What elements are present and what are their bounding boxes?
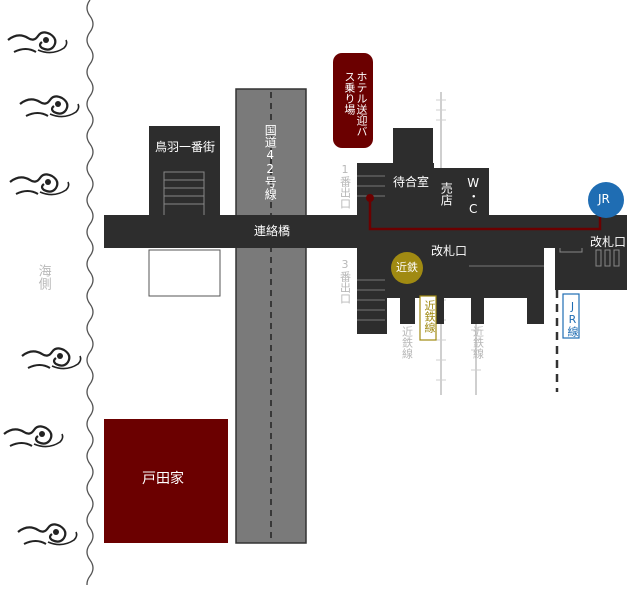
wave-icon bbox=[8, 173, 70, 196]
wave-icon bbox=[16, 523, 78, 546]
toda-house-block bbox=[104, 419, 228, 543]
jr-gate-label: 改札口 bbox=[590, 235, 627, 249]
kintetsu-line-label: 近鉄線 bbox=[471, 326, 485, 359]
route42-label: 国道42号線 bbox=[263, 124, 278, 200]
wc-label: W・C bbox=[466, 176, 481, 216]
jr-badge bbox=[588, 182, 624, 218]
shoreline bbox=[86, 0, 94, 589]
bus-stop-sign bbox=[333, 53, 373, 148]
jr-line-label: JR線 bbox=[566, 300, 579, 337]
sea-side-label: 海側 bbox=[35, 264, 51, 290]
stair-lines bbox=[357, 175, 544, 321]
waiting-room-label: 待合室 bbox=[393, 175, 430, 189]
wave-icon bbox=[20, 347, 82, 370]
connecting-bridge bbox=[104, 215, 627, 248]
wave-icon bbox=[18, 95, 80, 118]
bridge-label: 連絡橋 bbox=[254, 224, 291, 238]
kintetsu-gate-label: 改札口 bbox=[431, 244, 468, 258]
wave-icon bbox=[6, 31, 68, 54]
kintetsu-line-label: 近鉄線 bbox=[400, 326, 414, 359]
kintetsu-line-label-boxed: 近鉄線 bbox=[423, 300, 436, 333]
bus-stop-label: ホテル送迎バス乗り場 bbox=[342, 71, 368, 137]
route-path bbox=[366, 194, 602, 231]
exit1-label: 1番出口 bbox=[338, 163, 352, 209]
shop-label: 売店 bbox=[439, 182, 454, 206]
toba-ichibangai-label: 鳥羽一番街 bbox=[155, 140, 216, 154]
kintetsu-badge-label: 近鉄 bbox=[396, 261, 418, 274]
exit3-label: 3番出口 bbox=[338, 258, 352, 304]
kintetsu-badge bbox=[391, 252, 423, 284]
wave-icon bbox=[2, 425, 64, 448]
annex-outline bbox=[148, 249, 221, 297]
toda-house-label: 戸田家 bbox=[142, 471, 184, 487]
jr-line-box bbox=[562, 293, 580, 339]
jr-badge-label: JR bbox=[598, 192, 610, 206]
kintetsu-line-box bbox=[419, 295, 437, 341]
